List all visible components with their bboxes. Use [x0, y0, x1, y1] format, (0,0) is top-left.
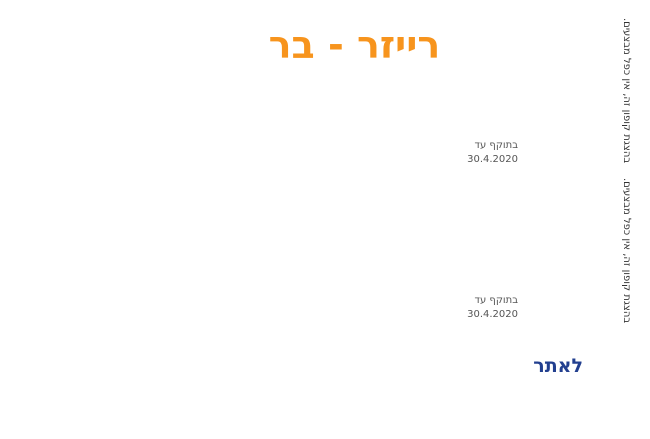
valid-label: בתוקף עד	[474, 295, 518, 306]
site-link[interactable]: לאתר	[533, 355, 583, 377]
coupon-validity: בתוקף עד 30.4.2020	[440, 294, 518, 322]
coupon-disclaimer: בהצגת קופון זה, אין כפל מבצעים.	[621, 18, 632, 164]
valid-date: 30.4.2020	[467, 154, 518, 165]
coupon-validity: בתוקף עד 30.4.2020	[440, 139, 518, 167]
valid-date: 30.4.2020	[467, 309, 518, 320]
page-title: רייזר - בר	[268, 23, 441, 67]
valid-label: בתוקף עד	[474, 140, 518, 151]
coupon-disclaimer: בהצגת קופון זה, אין כפל מבצעים.	[621, 178, 632, 324]
